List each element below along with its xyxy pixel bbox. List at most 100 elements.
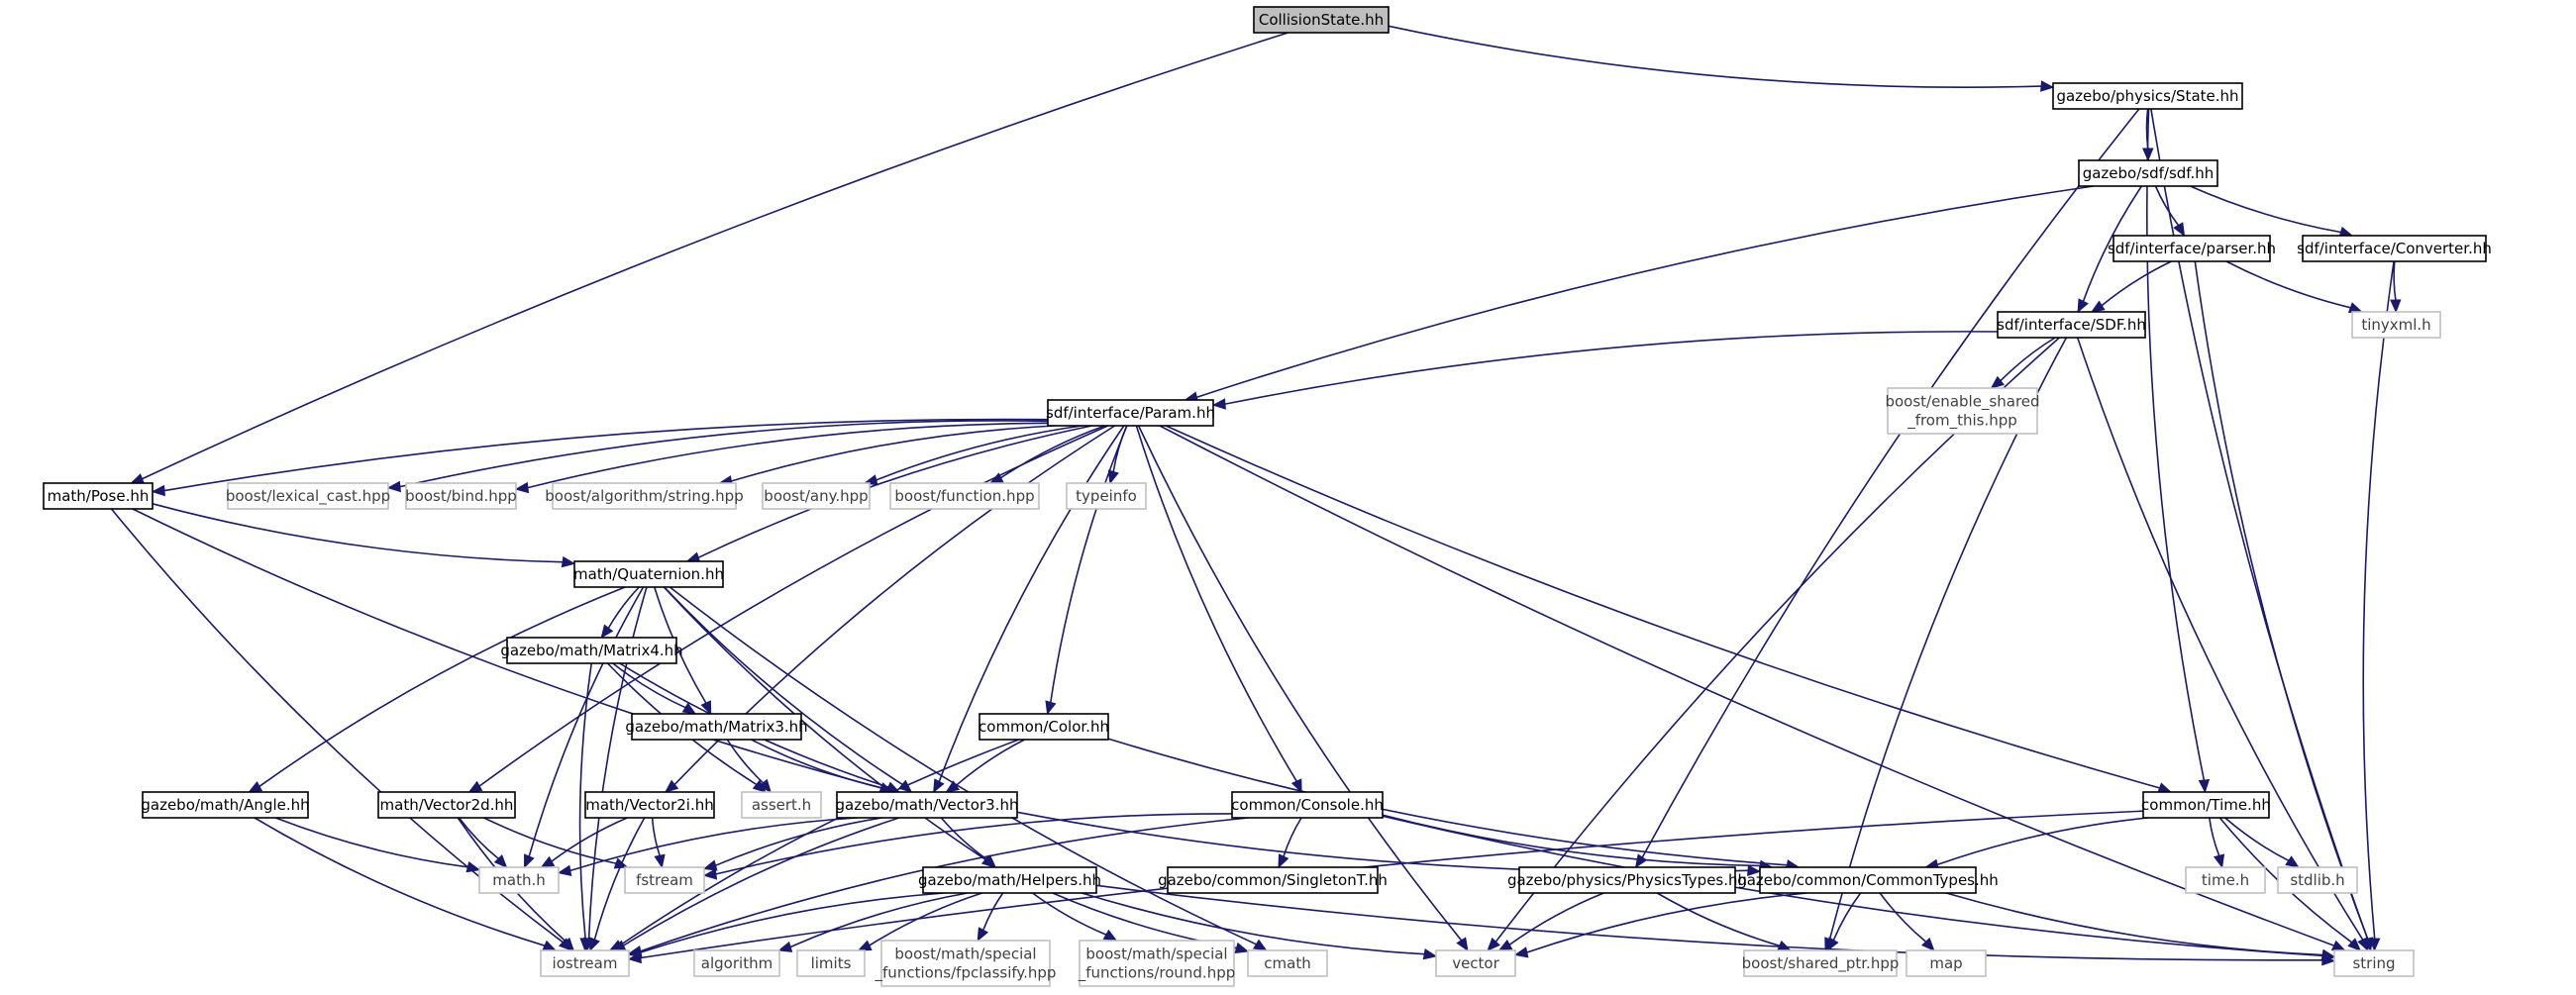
node-label: common/Color.hh [979, 718, 1109, 736]
node-label: gazebo/sdf/sdf.hh [2083, 164, 2215, 182]
node-label: boost/any.hpp [764, 487, 868, 505]
node-label: gazebo/common/SingletonT.hh [1158, 871, 1388, 889]
node-matrix3[interactable]: gazebo/math/Matrix3.hh [625, 713, 808, 741]
node-fstream: fstream [624, 866, 705, 894]
node-pose[interactable]: math/Pose.hh [43, 482, 154, 510]
node-physics-state[interactable]: gazebo/physics/State.hh [2052, 82, 2243, 110]
edge-helpers-to-iostream [627, 892, 945, 958]
node-converter[interactable]: sdf/interface/Converter.hh [2297, 235, 2492, 262]
edge-physics-state-to-physicstypes [1634, 108, 2140, 869]
node-param[interactable]: sdf/interface/Param.hh [1046, 399, 1215, 427]
edge-time-to-stdlib [2224, 817, 2300, 868]
edge-converter-to-string [2362, 260, 2395, 952]
edge-quaternion-to-angle [248, 586, 626, 793]
edge-param-to-vector3 [933, 425, 1125, 794]
node-label: gazebo/math/Helpers.hh [918, 871, 1101, 889]
edge-sdf-sdf-to-parser [2154, 185, 2186, 238]
edge-physics-state-to-time [2145, 108, 2211, 794]
node-cmath: cmath [1247, 949, 1328, 977]
node-label: boost/enable_shared [1885, 393, 2039, 412]
edge-vector2i-to-fstream [651, 817, 666, 869]
node-label: boost/function.hpp [894, 487, 1034, 505]
node-vector: vector [1435, 949, 1516, 977]
node-commontypes[interactable]: gazebo/common/CommonTypes.hh [1737, 866, 1999, 894]
node-matrix4[interactable]: gazebo/math/Matrix4.hh [500, 637, 683, 664]
edge-param-to-lexical-cast [386, 420, 1049, 493]
node-limits: limits [796, 949, 866, 977]
node-iostream: iostream [540, 949, 630, 977]
node-label: sdf/interface/Param.hh [1046, 404, 1215, 422]
edge-matrix3-to-vector3 [751, 739, 894, 794]
node-color[interactable]: common/Color.hh [979, 713, 1109, 741]
edge-sdf-sdf-to-converter [2190, 185, 2354, 238]
edge-param-to-color [1045, 425, 1128, 716]
node-label: gazebo/math/Vector3.hh [836, 796, 1019, 814]
node-label: map [1929, 954, 1962, 972]
node-label: gazebo/common/CommonTypes.hh [1737, 871, 1999, 889]
node-collisionstate[interactable]: CollisionState.hh [1253, 6, 1390, 34]
node-label: math/Vector2i.hh [585, 796, 714, 814]
node-label: common/Console.hh [1231, 796, 1384, 814]
edge-vector2d-to-math-h [458, 817, 508, 868]
edge-matrix3-to-assert [726, 739, 773, 793]
edge-sdf-iface-to-param [1211, 331, 1999, 410]
node-singleton[interactable]: gazebo/common/SingletonT.hh [1158, 866, 1388, 894]
node-time-h: time.h [2185, 866, 2266, 894]
node-boost-bind: boost/bind.hpp [405, 482, 517, 510]
node-math-h: math.h [478, 866, 560, 894]
node-angle[interactable]: gazebo/math/Angle.hh [141, 791, 310, 819]
node-label: math/Pose.hh [48, 487, 150, 505]
node-console[interactable]: common/Console.hh [1231, 791, 1384, 819]
node-label: _from_this.hpp [1906, 412, 2017, 431]
node-label: time.h [2202, 871, 2249, 889]
edge-color-to-vector3 [945, 739, 1025, 793]
node-vector2d[interactable]: math/Vector2d.hh [377, 791, 516, 819]
edge-parser-to-sdf-iface [2090, 260, 2172, 313]
edge-vector3-to-math-h [557, 817, 858, 877]
edge-param-to-vector [1137, 425, 1469, 952]
node-label: fstream [636, 871, 693, 889]
edge-commontypes-to-map [1879, 892, 1935, 951]
node-map: map [1906, 949, 1987, 977]
node-label: gazebo/physics/State.hh [2056, 87, 2238, 105]
node-label: boost/lexical_cast.hpp [226, 487, 390, 506]
edge-matrix4-to-matrix3 [612, 662, 697, 715]
node-assert: assert.h [741, 791, 822, 819]
edge-converter-to-tinyxml [2390, 260, 2402, 314]
edge-param-to-boost-bind [514, 422, 1049, 494]
file-nodes: CollisionState.hh gazebo/physics/State.hh… [43, 6, 2492, 987]
edge-quaternion-to-math-h [523, 586, 645, 869]
node-physicstypes[interactable]: gazebo/physics/PhysicsTypes.hh [1507, 866, 1747, 894]
node-sdf-iface[interactable]: sdf/interface/SDF.hh [1997, 311, 2146, 339]
edge-angle-to-math-h [274, 817, 481, 873]
edge-param-to-console [1135, 425, 1302, 794]
node-shared-ptr: boost/shared_ptr.hpp [1742, 949, 1899, 977]
edge-helpers-to-fpclassify [977, 892, 1004, 943]
node-label: boost/math/special [894, 945, 1036, 963]
edge-color-to-iostream [608, 739, 1020, 951]
edge-console-to-singleton [1278, 817, 1302, 869]
node-sdf-sdf[interactable]: gazebo/sdf/sdf.hh [2078, 159, 2218, 187]
node-vector3[interactable]: gazebo/math/Vector3.hh [836, 791, 1019, 819]
edge-collisionstate-to-physics-state [1388, 25, 2055, 92]
node-label: boost/bind.hpp [405, 487, 517, 505]
node-algo-string: boost/algorithm/string.hpp [545, 482, 744, 510]
node-round: boost/math/special_functions/round.hpp [1078, 940, 1235, 987]
edge-vector2i-to-math-h [540, 817, 628, 868]
edge-color-to-commontypes [1107, 738, 1801, 871]
node-label: sdf/interface/parser.hh [2108, 240, 2276, 257]
node-quaternion[interactable]: math/Quaternion.hh [573, 560, 724, 588]
edge-helpers-to-vector [1082, 892, 1438, 960]
node-label: iostream [553, 954, 618, 972]
node-label: gazebo/math/Angle.hh [141, 796, 309, 814]
node-parser[interactable]: sdf/interface/parser.hh [2108, 235, 2276, 262]
node-vector2i[interactable]: math/Vector2i.hh [584, 791, 715, 819]
node-label: boost/math/special [1085, 945, 1227, 963]
edge-console-to-fstream [702, 813, 1233, 880]
edge-pose-to-quaternion [152, 503, 576, 568]
edge-param-to-pose [151, 418, 1049, 497]
node-boost-any: boost/any.hpp [762, 482, 871, 510]
node-time[interactable]: common/Time.hh [2141, 791, 2271, 819]
node-helpers[interactable]: gazebo/math/Helpers.hh [918, 866, 1101, 894]
